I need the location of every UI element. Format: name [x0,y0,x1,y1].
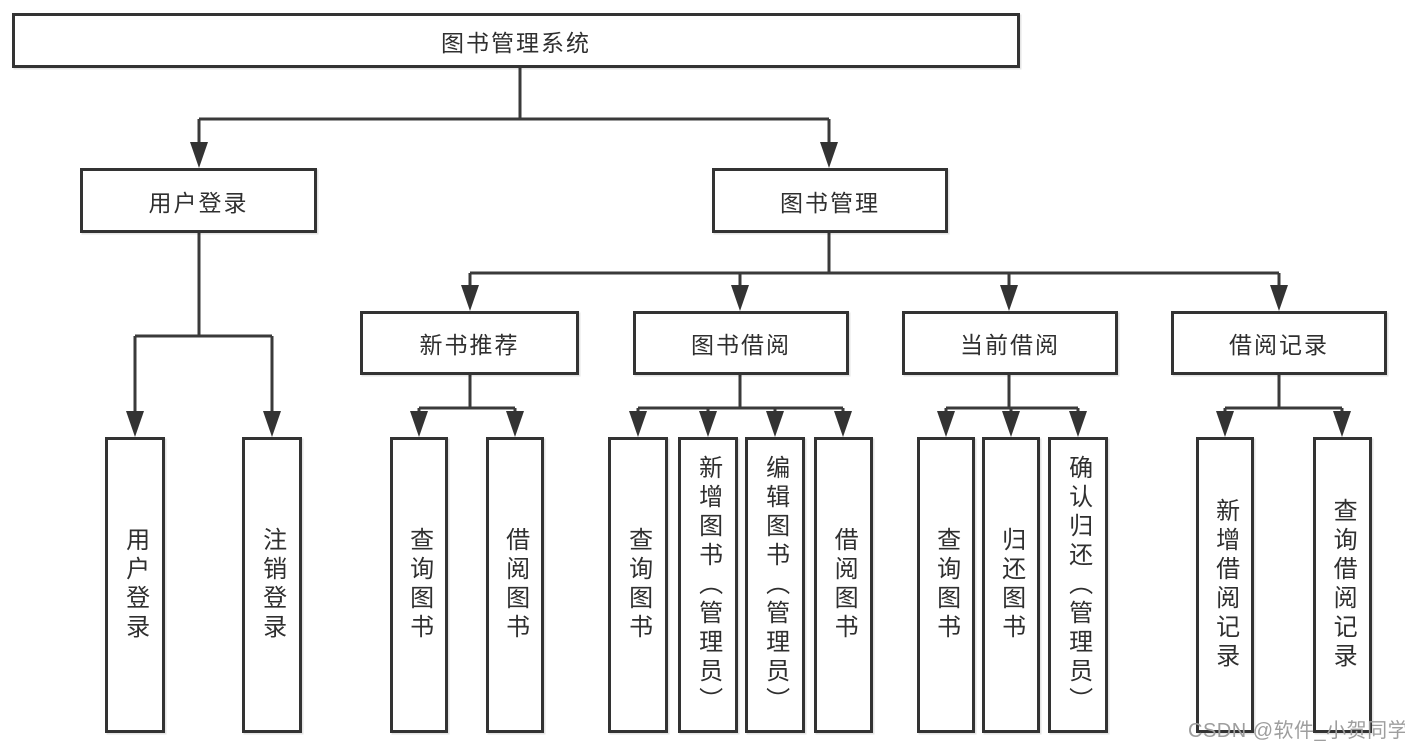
node-confirm-return-admin: 确认归还（管理员） [1048,437,1108,733]
node-query-books-current: 查询图书 [917,437,975,733]
node-book-management-branch: 图书管理 [712,168,948,233]
watermark: CSDN @软件_小贺同学 [1188,720,1405,742]
node-return-books: 归还图书 [982,437,1040,733]
node-borrow-books: 借阅图书 [814,437,873,733]
node-current-borrowing: 当前借阅 [902,311,1118,375]
node-user-login-branch: 用户登录 [80,168,317,233]
node-borrowing-records: 借阅记录 [1171,311,1387,375]
node-user-login: 用户登录 [105,437,165,733]
node-query-borrow-record: 查询借阅记录 [1313,437,1372,733]
node-add-book-admin: 新增图书（管理员） [678,437,738,733]
node-book-borrowing: 图书借阅 [633,311,849,375]
node-borrow-books-recommend: 借阅图书 [486,437,544,733]
node-edit-book-admin: 编辑图书（管理员） [745,437,805,733]
node-library-management-system: 图书管理系统 [12,13,1020,68]
node-logout: 注销登录 [242,437,302,733]
node-query-books-recommend: 查询图书 [390,437,448,733]
node-add-borrow-record: 新增借阅记录 [1196,437,1254,733]
node-query-books-borrowing: 查询图书 [608,437,668,733]
node-new-book-recommendation: 新书推荐 [360,311,579,375]
